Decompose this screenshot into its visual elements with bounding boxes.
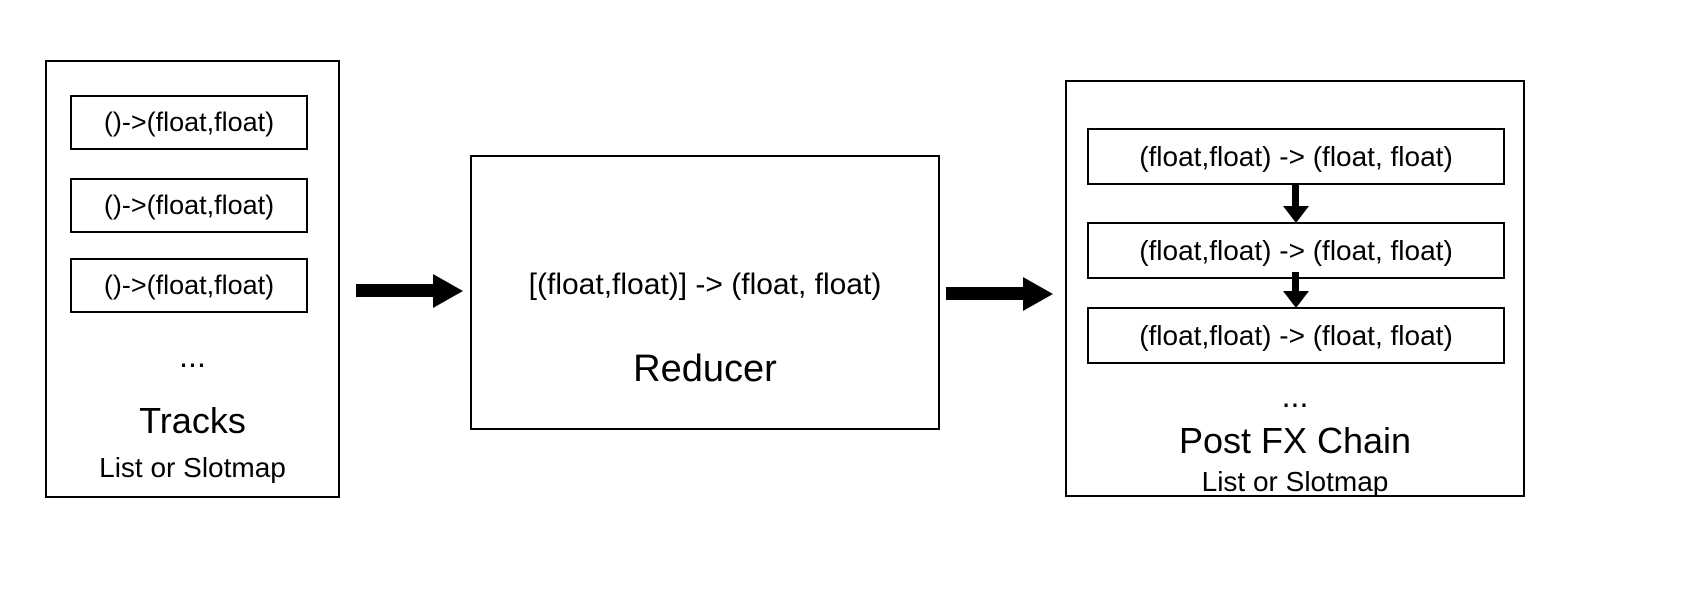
track-signature-box: ()->(float,float): [70, 258, 308, 313]
postfx-chain-arrow-icon: [1292, 272, 1299, 292]
postfx-title: Post FX Chain: [1178, 420, 1412, 461]
tracks-ellipsis: ...: [179, 338, 206, 374]
tracks-title: Tracks: [139, 400, 246, 441]
postfx-signature-box: (float,float) -> (float, float): [1087, 307, 1505, 364]
track-signature-box: ()->(float,float): [70, 178, 308, 233]
postfx-ellipsis: ...: [1281, 378, 1309, 414]
reducer-title: Reducer: [633, 348, 777, 390]
track-signature-box: ()->(float,float): [70, 95, 308, 150]
flow-arrow-reducer-to-postfx-icon: [946, 287, 1024, 300]
postfx-signature-box: (float,float) -> (float, float): [1087, 222, 1505, 279]
flow-arrow-tracks-to-reducer-icon: [356, 284, 434, 297]
tracks-subtitle: List or Slotmap: [99, 452, 286, 483]
postfx-subtitle: List or Slotmap: [1201, 466, 1389, 497]
reducer-box: [470, 155, 940, 430]
postfx-chain-arrow-icon: [1292, 185, 1299, 207]
postfx-signature-box: (float,float) -> (float, float): [1087, 128, 1505, 185]
reducer-signature: [(float,float)] -> (float, float): [528, 268, 882, 301]
